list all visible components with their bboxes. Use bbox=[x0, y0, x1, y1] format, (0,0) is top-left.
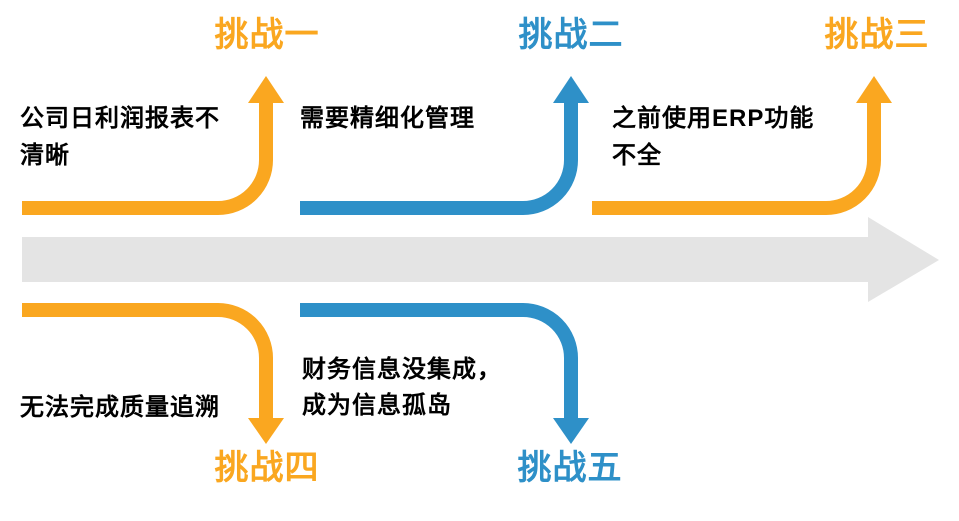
challenge-4-arrow-line bbox=[22, 303, 273, 419]
challenge-4-description: 无法完成质量追溯 bbox=[20, 389, 220, 426]
challenge-5-description: 财务信息没集成， 成为信息孤岛 bbox=[302, 352, 502, 424]
description-line: 财务信息没集成， bbox=[302, 356, 502, 383]
challenge-1-label: 挑战一 bbox=[214, 16, 320, 54]
challenge-4-down-arrow bbox=[22, 303, 284, 444]
description-line: 公司日利润报表不 bbox=[20, 105, 220, 132]
description-line: 不全 bbox=[612, 142, 662, 169]
description-line: 之前使用ERP功能 bbox=[612, 105, 815, 132]
challenge-5-arrowhead-down-icon bbox=[553, 418, 589, 444]
challenge-1-arrow-line bbox=[22, 102, 273, 215]
challenge-3-arrow-line bbox=[592, 102, 881, 215]
challenge-2-arrowhead-up-icon bbox=[553, 76, 589, 103]
challenge-2-up-arrow bbox=[300, 76, 589, 215]
challenge-5-arrow-line bbox=[300, 303, 578, 419]
challenge-1-arrowhead-up-icon bbox=[248, 76, 284, 103]
description-line: 成为信息孤岛 bbox=[302, 392, 452, 419]
challenge-1-up-arrow bbox=[22, 76, 284, 215]
challenge-4-arrowhead-down-icon bbox=[248, 418, 284, 444]
challenge-2-label: 挑战二 bbox=[518, 16, 624, 54]
challenge-4-label: 挑战四 bbox=[214, 449, 320, 487]
challenge-3-label: 挑战三 bbox=[824, 16, 930, 54]
challenge-5-down-arrow bbox=[300, 303, 589, 444]
challenge-3-up-arrow bbox=[592, 76, 892, 215]
challenge-2-description: 需要精细化管理 bbox=[300, 100, 475, 137]
challenge-3-description: 之前使用ERP功能 不全 bbox=[612, 100, 814, 174]
description-line: 清晰 bbox=[20, 142, 70, 169]
challenge-1-description: 公司日利润报表不 清晰 bbox=[20, 100, 220, 174]
challenge-3-arrowhead-up-icon bbox=[856, 76, 892, 103]
description-line: 需要精细化管理 bbox=[300, 105, 475, 132]
challenge-5-label: 挑战五 bbox=[517, 449, 623, 487]
timeline-right-arrow-icon bbox=[22, 217, 939, 302]
challenge-2-arrow-line bbox=[300, 102, 578, 215]
description-line: 无法完成质量追溯 bbox=[20, 394, 220, 421]
